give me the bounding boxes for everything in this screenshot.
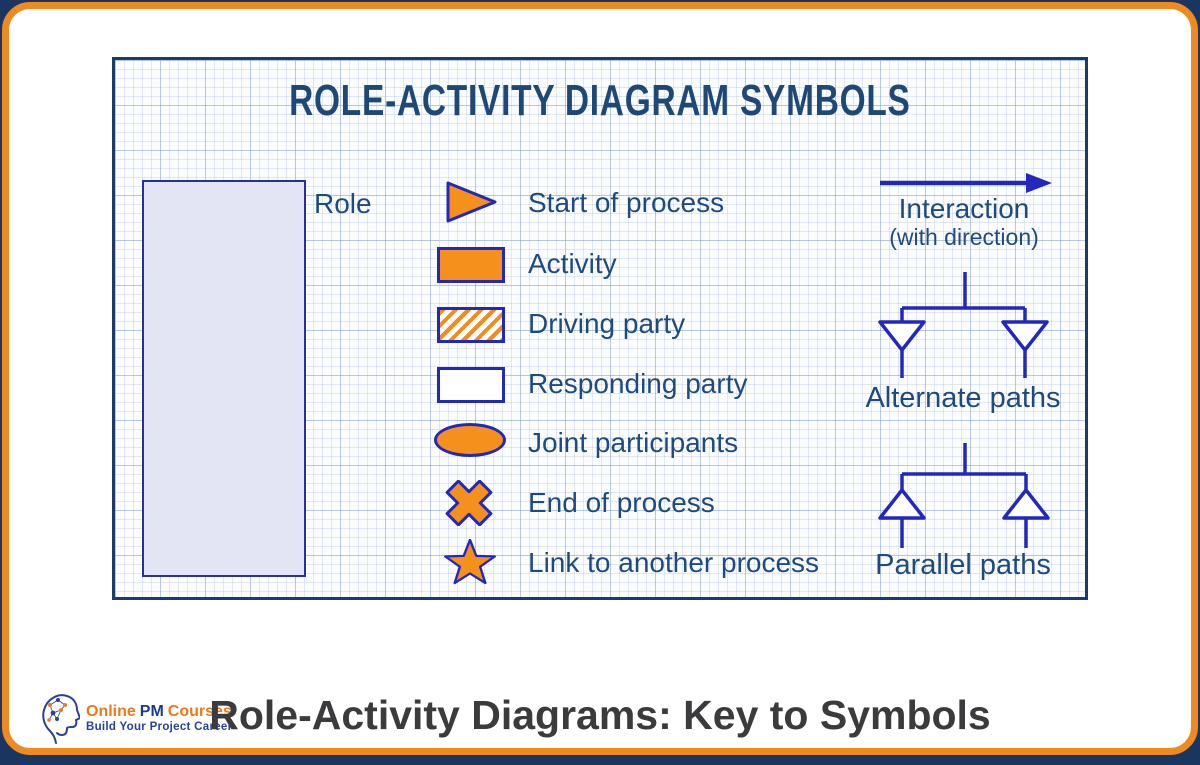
legend-label: Link to another process [528, 547, 820, 578]
head-network-logo-icon [42, 694, 80, 744]
responding-party-icon [437, 367, 505, 403]
role-rectangle [142, 180, 306, 577]
interaction-label: Interaction [898, 193, 1030, 224]
parallel-paths-icon [878, 443, 1050, 548]
parallel-paths-label: Parallel paths [875, 549, 1051, 581]
activity-icon [437, 247, 505, 283]
driving-party-icon [437, 307, 505, 343]
link-to-another-process-icon [444, 539, 496, 585]
alternate-paths-label: Alternate paths [865, 382, 1061, 414]
start-of-process-icon [446, 181, 497, 223]
end-of-process-icon [445, 480, 493, 526]
panel-title: ROLE-ACTIVITY DIAGRAM SYMBOLS [289, 76, 911, 125]
bottom-caption: Role-Activity Diagrams: Key to Symbols [209, 692, 991, 738]
legend-label: Activity [528, 248, 617, 279]
panel-title-wrap: ROLE-ACTIVITY DIAGRAM SYMBOLS [112, 79, 1088, 123]
joint-participants-icon [434, 423, 506, 457]
role-label: Role [314, 188, 372, 219]
legend-label: Start of process [528, 187, 725, 218]
alternate-paths-icon [878, 272, 1049, 378]
logo-word-courses: Courses [167, 703, 232, 720]
legend-label: Responding party [528, 368, 748, 399]
logo-word-pm: PM [139, 703, 164, 720]
legend-label: Driving party [528, 308, 686, 339]
logo-tagline: Build Your Project Career [86, 721, 233, 733]
legend-label: End of process [528, 487, 715, 518]
interaction-arrow-icon [880, 173, 1052, 193]
legend-label: Joint participants [528, 427, 739, 458]
logo-word-online: Online [86, 703, 136, 720]
interaction-sublabel: (with direction) [889, 224, 1039, 250]
